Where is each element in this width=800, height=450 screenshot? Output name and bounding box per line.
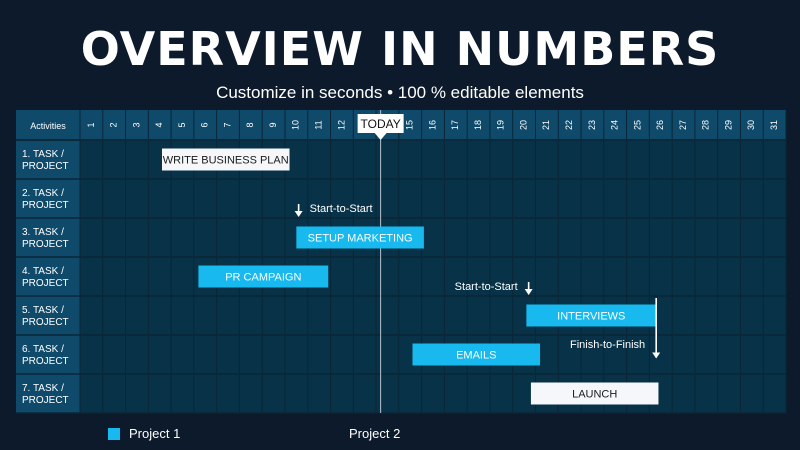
gantt-dependency-arrow-head	[652, 352, 661, 359]
gantt-day-tick: 9	[268, 122, 278, 127]
gantt-task-bar	[412, 343, 541, 366]
gantt-task-bar	[296, 226, 424, 249]
gantt-row-label-line: PROJECT	[22, 395, 69, 406]
gantt-dependency-label: Start-to-Start	[455, 281, 518, 293]
gantt-row-label-line: PROJECT	[22, 278, 69, 289]
gantt-task-bar	[530, 382, 659, 405]
gantt-row-label: 2. TASK /PROJECT	[22, 188, 69, 211]
legend-swatch-project-1	[108, 427, 120, 440]
gantt-day-tick: 4	[154, 122, 164, 127]
gantt-row-label-line: 4. TASK /	[22, 266, 64, 277]
gantt-day-tick: 30	[746, 120, 756, 130]
gantt-row-label-line: PROJECT	[22, 317, 69, 328]
gantt-task-bar	[198, 265, 329, 288]
legend-label-project-2: Project 2	[349, 426, 401, 441]
gantt-row-label: 3. TASK /PROJECT	[22, 227, 69, 250]
gantt-row-label: 1. TASK /PROJECT	[22, 149, 69, 172]
gantt-day-tick: 17	[450, 120, 460, 130]
gantt-day-tick: 28	[701, 120, 711, 130]
gantt-day-tick: 5	[177, 122, 187, 127]
gantt-row-label-line: PROJECT	[22, 356, 69, 367]
gantt-day-tick: 25	[632, 120, 642, 130]
gantt-dependency-label: Finish-to-Finish	[570, 339, 645, 351]
gantt-day-tick: 26	[655, 120, 665, 130]
gantt-day-tick: 18	[473, 120, 483, 130]
legend-label-project-1: Project 1	[129, 426, 181, 441]
gantt-task-label: SETUP MARKETING	[308, 233, 413, 245]
gantt-row-label: 5. TASK /PROJECT	[22, 305, 69, 328]
gantt-day-tick: 29	[723, 120, 733, 130]
gantt-day-tick: 21	[541, 120, 551, 130]
gantt-day-tick: 16	[427, 120, 437, 130]
page-subtitle: Customize in seconds • 100 % editable el…	[216, 83, 584, 102]
gantt-label-column	[16, 140, 80, 413]
legend: Project 1 Project 2	[0, 426, 800, 448]
gantt-day-tick: 15	[405, 120, 415, 130]
gantt-task-label: WRITE BUSINESS PLAN	[163, 155, 289, 167]
gantt-day-tick: 23	[587, 120, 597, 130]
gantt-row-label-line: 1. TASK /	[22, 149, 64, 160]
gantt-grid-area	[80, 140, 786, 413]
gantt-header-label: Activities	[30, 121, 66, 131]
gantt-task-label: EMAILS	[456, 350, 496, 362]
gantt-day-tick: 11	[314, 120, 324, 129]
gantt-day-tick: 22	[564, 120, 574, 130]
gantt-dependency-arrow-head	[294, 211, 303, 217]
gantt-dependency-arrow-head	[524, 289, 533, 295]
gantt-day-tick: 12	[336, 120, 346, 130]
gantt-row-label: 7. TASK /PROJECT	[22, 383, 69, 406]
gantt-task-bar	[161, 148, 290, 171]
gantt-row-label-line: 7. TASK /	[22, 383, 64, 394]
gantt-row-label: 6. TASK /PROJECT	[22, 344, 69, 367]
legend-item-project-1: Project 1	[108, 426, 180, 441]
gantt-day-tick: 7	[222, 122, 232, 127]
gantt-dependency-label: Start-to-Start	[310, 203, 373, 215]
gantt-day-tick: 10	[291, 120, 301, 130]
gantt-row-label-line: PROJECT	[22, 200, 69, 211]
gantt-task-label: LAUNCH	[572, 389, 617, 401]
gantt-day-tick: 3	[131, 122, 141, 127]
gantt-row-label-line: PROJECT	[22, 161, 69, 172]
gantt-row-label-line: PROJECT	[22, 239, 69, 250]
gantt-day-tick: 24	[610, 120, 620, 130]
gantt-row-label-line: 6. TASK /	[22, 344, 64, 355]
gantt-day-tick: 31	[769, 120, 779, 130]
gantt-day-tick: 27	[678, 120, 688, 130]
gantt-row-label-line: 5. TASK /	[22, 305, 64, 316]
gantt-day-tick: 2	[109, 122, 119, 127]
gantt-day-tick: 20	[518, 120, 528, 130]
gantt-task-label: PR CAMPAIGN	[225, 272, 301, 284]
gantt-day-tick: 6	[200, 122, 210, 127]
gantt-day-tick: 19	[496, 120, 506, 130]
gantt-row-label-line: 2. TASK /	[22, 188, 64, 199]
gantt-today-label: TODAY	[361, 117, 401, 131]
gantt-today-marker	[357, 114, 404, 140]
gantt-task-label: INTERVIEWS	[557, 311, 625, 323]
gantt-row-label-line: 3. TASK /	[22, 227, 64, 238]
gantt-day-tick: 8	[245, 122, 255, 127]
gantt-task-bar	[526, 304, 657, 327]
legend-item-project-2: Project 2	[349, 426, 400, 441]
gantt-row-label: 4. TASK /PROJECT	[22, 266, 69, 289]
gantt-day-tick: 1	[86, 122, 96, 127]
page-title: OVERVIEW IN NUMBERS	[80, 22, 720, 76]
